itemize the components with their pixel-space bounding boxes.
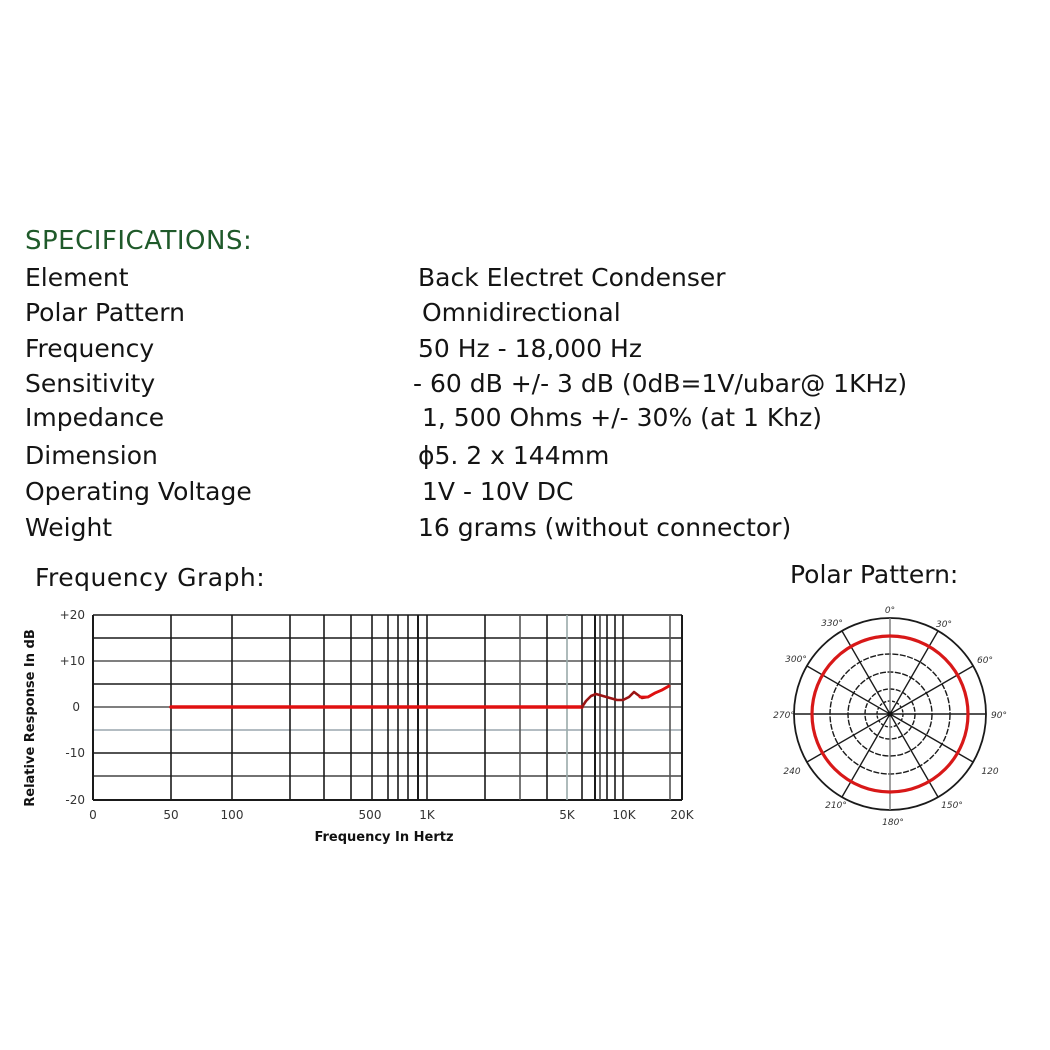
angle-label: 150° [941,801,963,811]
angle-label: 90° [991,711,1007,721]
spec-value: - 60 dB +/- 3 dB (0dB=1V/ubar@ 1KHz) [413,369,908,398]
y-tick: +20 [60,608,85,622]
y-tick: 0 [72,700,80,714]
spec-label: Weight [25,513,113,542]
angle-label: 60° [977,656,993,666]
polar-response-ring [810,634,970,794]
spec-value: Back Electret Condenser [418,263,726,292]
x-tick: 0 [89,808,97,822]
y-tick: -10 [65,746,85,760]
polar-grid [793,617,987,811]
spec-value: ϕ5. 2 x 144mm [418,441,610,470]
angle-label: 180° [882,818,904,828]
polar-pattern-chart: 0° 30° 60° 90° 120 150° 180° 210° 240 27… [773,606,1007,828]
frequency-response-line [169,684,671,709]
y-tick: +10 [60,654,85,668]
angle-label: 210° [825,801,847,811]
polar-pattern-title: Polar Pattern: [790,560,959,589]
y-axis-label: Relative Response In dB [23,629,38,807]
y-axis-ticks: +20 +10 0 -10 -20 [60,608,85,807]
y-tick: -20 [65,793,85,807]
x-tick: 500 [359,808,382,822]
spec-label: Sensitivity [25,369,156,398]
spec-value: 16 grams (without connector) [418,513,792,542]
spec-label: Dimension [25,441,158,470]
spec-value: 1, 500 Ohms +/- 30% (at 1 Khz) [422,403,822,432]
x-tick: 100 [221,808,244,822]
angle-label: 30° [936,620,952,630]
angle-label: 300° [785,655,807,665]
spec-value: Omnidirectional [422,298,621,327]
angle-label: 240 [783,767,800,777]
angle-label: 120 [981,767,998,777]
frequency-graph-title: Frequency Graph: [35,563,266,592]
spec-label: Impedance [25,403,165,432]
x-tick: 5K [559,808,576,822]
x-axis-ticks: 0 50 100 500 1K 5K 10K 20K [89,808,695,822]
specifications-heading: SPECIFICATIONS: [25,226,253,256]
spec-label: Operating Voltage [25,477,252,506]
spec-label: Polar Pattern [25,298,185,327]
angle-label: 270° [773,711,795,721]
x-tick: 50 [163,808,178,822]
spec-value: 1V - 10V DC [422,477,574,506]
x-tick: 10K [612,808,636,822]
spec-label: Element [25,263,129,292]
spec-value: 50 Hz - 18,000 Hz [418,334,642,363]
x-axis-label: Frequency In Hertz [314,830,453,845]
x-tick: 1K [419,808,436,822]
polar-angle-labels: 0° 30° 60° 90° 120 150° 180° 210° 240 27… [773,606,1007,828]
angle-label: 330° [821,619,843,629]
angle-label: 0° [885,606,895,616]
spec-label: Frequency [25,334,155,363]
x-tick: 20K [670,808,694,822]
